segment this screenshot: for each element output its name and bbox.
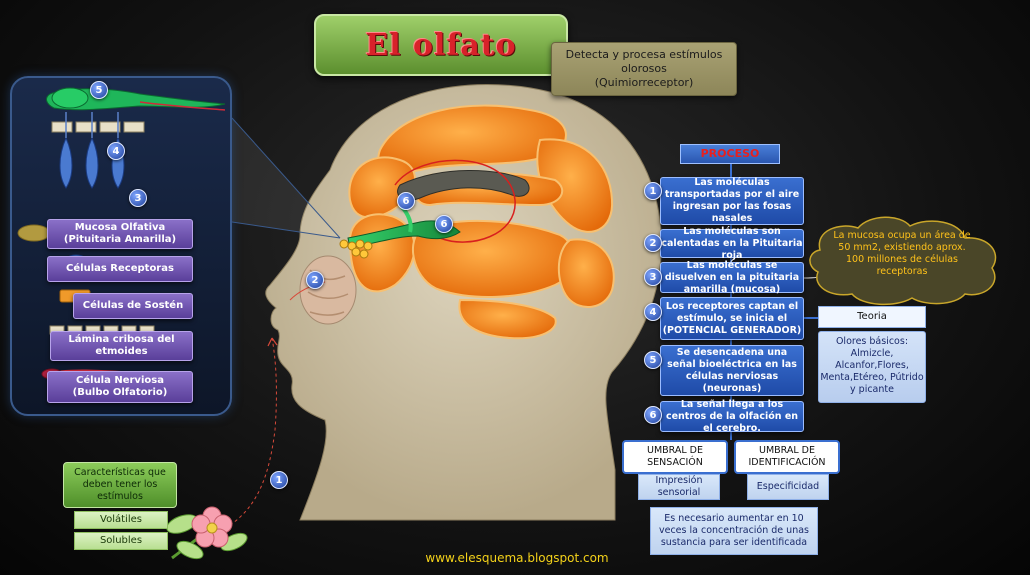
umbral-sensacion-sub: Impresión sensorial	[638, 474, 720, 500]
umbral-identificacion-sub: Especificidad	[747, 474, 829, 500]
legend-support-cells: Células de Sostén	[73, 293, 193, 319]
step-number: 3	[644, 268, 662, 286]
process-header: PROCESO	[680, 144, 780, 164]
process-step-1: Las moléculas transportadas por el aire …	[660, 177, 804, 225]
umbral-identificacion: UMBRAL DE IDENTIFICACIÓN	[734, 440, 840, 474]
step-number: 4	[644, 303, 662, 321]
marker-6-brain: 6	[397, 192, 415, 210]
description-line: Detecta y procesa estímulos	[565, 48, 723, 61]
identification-note: Es necesario aumentar en 10 veces la con…	[650, 507, 818, 555]
legend-label: Células Receptoras	[66, 263, 174, 274]
stimulus-title: Características que deben tener los estí…	[74, 467, 166, 502]
identification-note-text: Es necesario aumentar en 10 veces la con…	[658, 513, 809, 548]
nose-receptors	[339, 239, 373, 259]
legend-label: Lámina cribosa del etmoides	[68, 334, 175, 357]
marker-2-nose: 2	[306, 271, 324, 289]
process-step-6: La señal llega a los centros de la olfac…	[660, 398, 804, 434]
mucosa-cloud	[809, 216, 997, 306]
umbral-title: UMBRAL DE IDENTIFICACIÓN	[748, 445, 826, 468]
stimulus-soluble: Solubles	[74, 532, 168, 550]
process-step-4: Los receptores captan el estímulo, se in…	[660, 297, 804, 340]
theory-title: Teoria Estereoquímica	[818, 306, 926, 342]
marker-1-stimulus: 1	[270, 471, 288, 489]
marker-6-bulb: 6	[435, 215, 453, 233]
title-box: El olfato	[314, 14, 568, 76]
step-text: La señal llega a los centros de la olfac…	[665, 398, 799, 434]
umbral-sub: Impresión sensorial	[655, 475, 703, 498]
step-number: 5	[644, 351, 662, 369]
legend-nerve-cell: Célula Nerviosa (Bulbo Olfatorio)	[47, 371, 193, 403]
marker-3-panel: 3	[129, 189, 147, 207]
legend-receptor-cells: Células Receptoras	[47, 256, 193, 282]
process-step-3: Las moléculas se disuelven en la pituita…	[660, 259, 804, 295]
step-text: Los receptores captan el estímulo, se in…	[662, 300, 802, 336]
process-step-5: Se desencadena una señal bioeléctrica en…	[660, 345, 804, 396]
legend-label: Mucosa Olfativa (Pituitaria Amarilla)	[63, 222, 177, 245]
stimulus-volatile: Volátiles	[74, 511, 168, 529]
step-number: 6	[644, 406, 662, 424]
step-text: Las moléculas transportadas por el aire …	[664, 177, 800, 224]
process-step-2: Las moléculas son calentadas en la Pitui…	[660, 226, 804, 261]
step-text: Las moléculas se disuelven en la pituita…	[664, 259, 800, 295]
nasal-cavity	[299, 255, 357, 325]
description-line: olorosos	[621, 62, 667, 75]
step-number: 1	[644, 182, 662, 200]
footer-url[interactable]: www.elesquema.blogspot.com	[425, 551, 609, 565]
flower-icon	[166, 506, 248, 560]
umbral-sensacion: UMBRAL DE SENSACIÓN	[622, 440, 728, 474]
step-number: 2	[644, 234, 662, 252]
page-title: El olfato	[365, 27, 517, 63]
marker-4-panel: 4	[107, 142, 125, 160]
olfactory-nerve	[347, 220, 461, 249]
marker-5-panel: 5	[90, 81, 108, 99]
mucosa-note: La mucosa ocupa un área de 50 mm2, exist…	[833, 230, 971, 277]
step-text: Las moléculas son calentadas en la Pitui…	[661, 225, 803, 261]
olfactory-pathway-arc	[394, 159, 516, 243]
basic-odors-box: Olores básicos: Almizcle, Alcanfor,Flore…	[818, 331, 926, 403]
step-text: Se desencadena una señal bioeléctrica en…	[667, 346, 797, 394]
umbral-sub: Especificidad	[756, 481, 820, 492]
legend-mucosa: Mucosa Olfativa (Pituitaria Amarilla)	[47, 219, 193, 249]
description-box: Detecta y procesa estímulos olorosos (Qu…	[551, 42, 737, 96]
legend-label: Células de Sostén	[82, 300, 184, 311]
description-line: (Quimiorreceptor)	[594, 76, 694, 89]
stimulus-path	[229, 337, 277, 526]
legend-lamina: Lámina cribosa del etmoides	[50, 331, 193, 361]
legend-label: Célula Nerviosa (Bulbo Olfatorio)	[72, 375, 168, 398]
umbral-title: UMBRAL DE SENSACIÓN	[646, 445, 703, 468]
stimulus-box: Características que deben tener los estí…	[63, 462, 177, 508]
